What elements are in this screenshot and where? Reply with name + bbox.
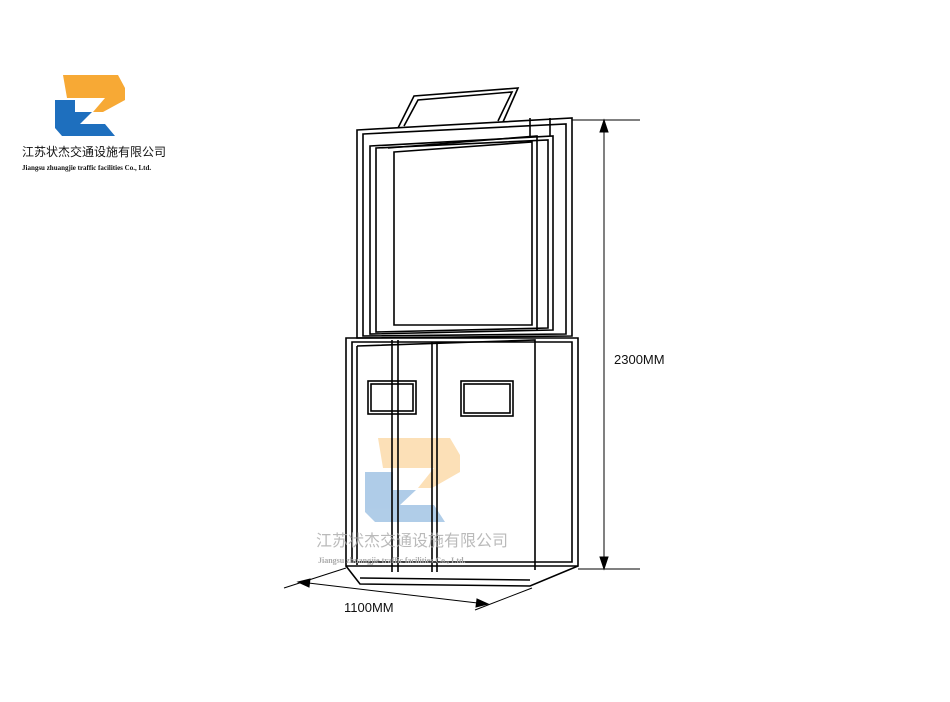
width-dimension-label: 1100MM: [344, 600, 394, 615]
company-name-cn: 江苏状杰交通设施有限公司: [22, 145, 167, 159]
company-logo: [55, 75, 125, 136]
company-name-en: Jiangsu zhuangjie traffic facilities Co.…: [22, 164, 152, 172]
height-dimension-label: 2300MM: [614, 352, 665, 367]
kiosk-outline: [345, 87, 579, 587]
watermark-name-cn: 江苏状杰交通设施有限公司: [316, 533, 509, 550]
watermark-name-en: Jiangsu zhuangjie traffic facilities Co.…: [318, 556, 466, 565]
dimension-lines: [283, 118, 640, 611]
watermark-logo: [365, 438, 460, 522]
